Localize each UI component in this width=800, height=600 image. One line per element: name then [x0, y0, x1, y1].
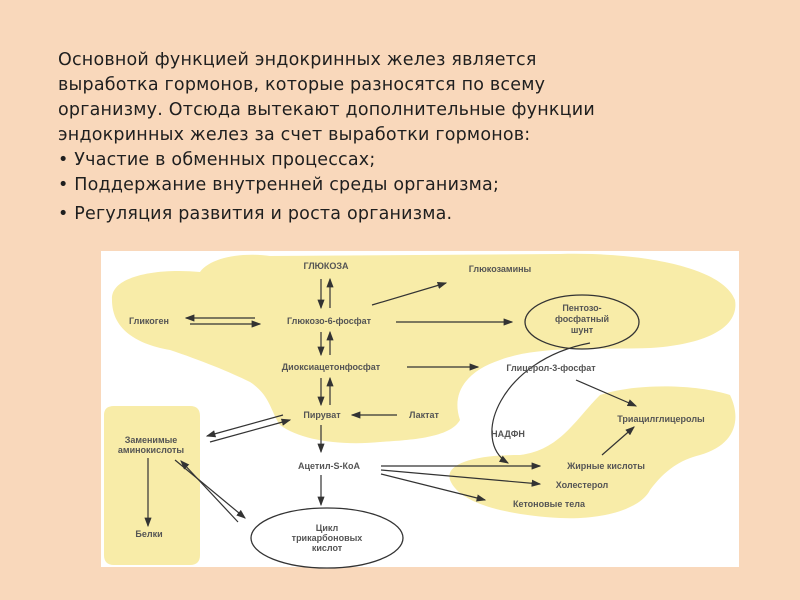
- paragraph-line: эндокринных желез за счет выработки горм…: [58, 125, 531, 145]
- bullet-item: • Участие в обменных процессах;: [58, 150, 376, 170]
- bullet-item: • Поддержание внутренней среды организма…: [58, 175, 500, 195]
- node-g6p: Глюкозо-6-фосфат: [287, 316, 372, 326]
- node-amino-line: Заменимые: [125, 435, 178, 445]
- node-pentose-line: шунт: [571, 325, 594, 335]
- node-glucosamines: Глюкозамины: [469, 264, 532, 274]
- tca-cycle-ellipse: [250, 507, 404, 569]
- node-tca-line: кислот: [312, 543, 343, 553]
- node-nadph: НАДФН: [491, 429, 525, 439]
- node-acetyl-coa: Ацетил-S-КоА: [298, 461, 361, 471]
- node-glycogen: Гликоген: [129, 316, 169, 326]
- paragraph-line: выработка гормонов, которые разносятся п…: [58, 75, 546, 95]
- node-ketone-bodies: Кетоновые тела: [513, 499, 586, 509]
- node-triacylglycerols: Триацилглицеролы: [617, 414, 705, 424]
- node-tca-line: трикарбоновых: [292, 533, 363, 543]
- node-amino-line: аминокислоты: [118, 445, 184, 455]
- node-pyruvate: Пируват: [303, 410, 341, 420]
- paragraph-line: организму. Отсюда вытекают дополнительны…: [58, 100, 595, 120]
- slide-text: Основной функцией эндокринных желез явля…: [58, 48, 595, 227]
- node-pentose-line: Пентозо-: [562, 303, 601, 313]
- arrows: [144, 277, 638, 528]
- node-proteins: Белки: [135, 529, 162, 539]
- paragraph-line: Основной функцией эндокринных желез явля…: [58, 50, 537, 70]
- node-tca-line: Цикл: [316, 523, 339, 533]
- node-g3p: Глицерол-3-фосфат: [506, 363, 596, 373]
- node-glucose: ГЛЮКОЗА: [303, 261, 349, 271]
- bullet-item: • Регуляция развития и роста организма.: [58, 204, 453, 224]
- pentose-shunt-ellipse: [524, 294, 640, 350]
- node-fatty-acids: Жирные кислоты: [566, 461, 645, 471]
- node-dhap: Диоксиацетонфосфат: [282, 362, 381, 372]
- node-pentose-line: фосфатный: [555, 314, 609, 324]
- node-lactate: Лактат: [409, 410, 439, 420]
- highlight-blobs: [104, 253, 736, 565]
- node-cholesterol: Холестерол: [556, 480, 609, 490]
